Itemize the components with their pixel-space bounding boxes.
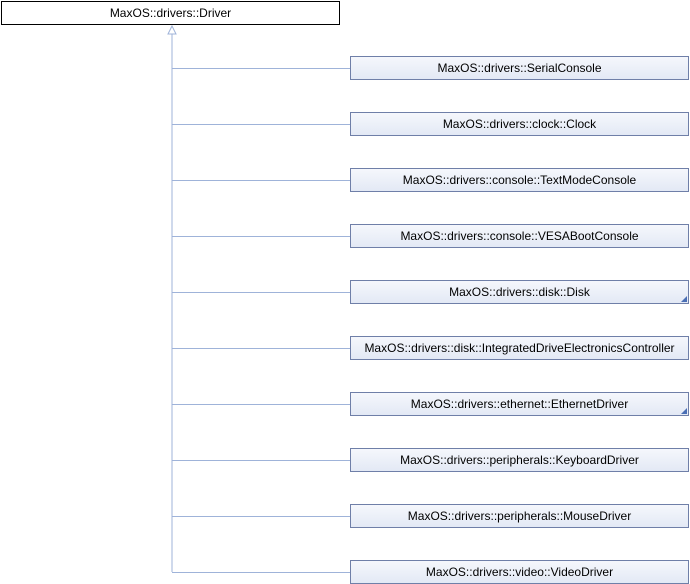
derived-class-node[interactable]: MaxOS::drivers::console::VESABootConsole xyxy=(350,224,689,248)
derived-class-node[interactable]: MaxOS::drivers::console::TextModeConsole xyxy=(350,168,689,192)
derived-class-node[interactable]: MaxOS::drivers::disk::IntegratedDriveEle… xyxy=(350,336,689,360)
more-subclasses-indicator-icon xyxy=(681,296,687,302)
derived-class-node[interactable]: MaxOS::drivers::disk::Disk xyxy=(350,280,689,304)
derived-class-label: MaxOS::drivers::disk::Disk xyxy=(449,285,590,299)
derived-class-label: MaxOS::drivers::clock::Clock xyxy=(442,117,597,131)
derived-class-label: MaxOS::drivers::console::VESABootConsole xyxy=(400,229,639,243)
derived-class-node[interactable]: MaxOS::drivers::SerialConsole xyxy=(350,56,689,80)
derived-class-label: MaxOS::drivers::peripherals::KeyboardDri… xyxy=(400,453,639,467)
derived-class-node[interactable]: MaxOS::drivers::ethernet::EthernetDriver xyxy=(350,392,689,416)
derived-class-node[interactable]: MaxOS::drivers::clock::Clock xyxy=(350,112,689,136)
base-class-node-driver[interactable]: MaxOS::drivers::Driver xyxy=(1,1,340,25)
more-subclasses-indicator-icon xyxy=(681,408,687,414)
derived-class-node[interactable]: MaxOS::drivers::peripherals::MouseDriver xyxy=(350,504,689,528)
derived-class-label: MaxOS::drivers::console::TextModeConsole xyxy=(402,173,637,187)
base-class-label: MaxOS::drivers::Driver xyxy=(109,6,232,20)
inheritance-arrowhead-icon xyxy=(167,24,177,35)
derived-class-label: MaxOS::drivers::peripherals::MouseDriver xyxy=(407,509,632,523)
derived-class-node[interactable]: MaxOS::drivers::peripherals::KeyboardDri… xyxy=(350,448,689,472)
derived-class-node[interactable]: MaxOS::drivers::video::VideoDriver xyxy=(350,560,689,584)
derived-class-label: MaxOS::drivers::video::VideoDriver xyxy=(425,565,614,579)
derived-class-label: MaxOS::drivers::SerialConsole xyxy=(437,61,602,75)
derived-class-label: MaxOS::drivers::disk::IntegratedDriveEle… xyxy=(364,341,675,355)
derived-class-label: MaxOS::drivers::ethernet::EthernetDriver xyxy=(410,397,629,411)
